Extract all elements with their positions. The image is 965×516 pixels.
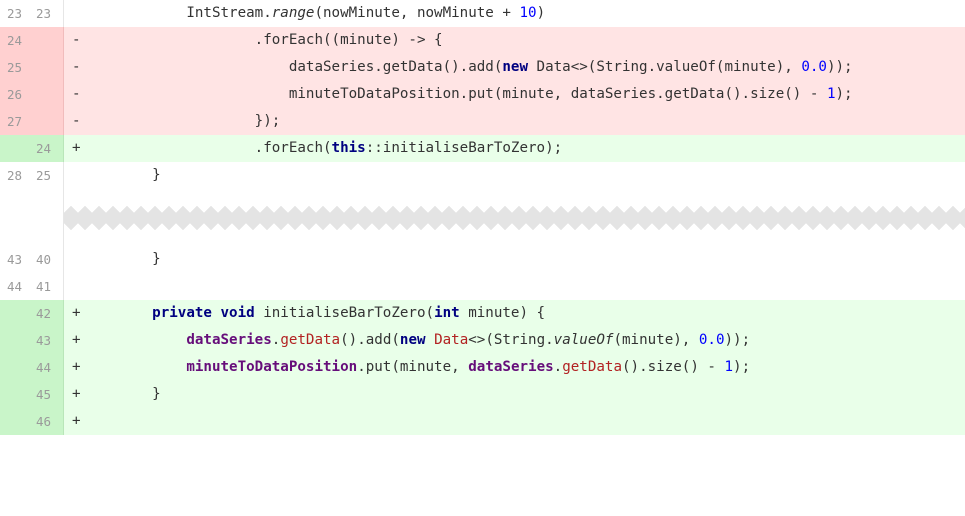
diff-line-added: 43 + dataSeries.getData().add(new Data<>… (0, 327, 965, 354)
diff-sign: + (72, 413, 81, 429)
diff-line-deleted: 25 - dataSeries.getData().add(new Data<>… (0, 54, 965, 81)
line-number-gutter[interactable]: 25 (0, 54, 64, 81)
code-line: } (118, 386, 161, 402)
line-number-gutter[interactable]: 44 41 (0, 273, 64, 300)
diff-line-deleted: 24 - .forEach((minute) -> { (0, 27, 965, 54)
diff-view: 23 23 IntStream.range(nowMinute, nowMinu… (0, 0, 965, 435)
line-number-gutter[interactable]: 45 (0, 381, 64, 408)
line-number-gutter[interactable]: 43 40 (0, 246, 64, 273)
diff-sign: - (72, 32, 81, 48)
code-line: }); (118, 113, 281, 129)
line-number-gutter[interactable]: 42 (0, 300, 64, 327)
diff-line-added: 44 + minuteToDataPosition.put(minute, da… (0, 354, 965, 381)
diff-line-added: 45 + } (0, 381, 965, 408)
code-line: private void initialiseBarToZero(int min… (152, 305, 546, 321)
new-line-number: 42 (36, 306, 52, 321)
old-line-number: 24 (7, 33, 23, 48)
line-number-gutter[interactable]: 27 (0, 108, 64, 135)
new-line-number: 43 (36, 333, 52, 348)
code-line: dataSeries.getData().add(new Data<>(Stri… (118, 59, 853, 75)
new-line-number: 24 (36, 141, 52, 156)
old-line-number: 27 (7, 114, 23, 129)
new-line-number: 45 (36, 387, 52, 402)
diff-line-context: 43 40 } (0, 246, 965, 273)
collapsed-lines-separator[interactable] (0, 189, 965, 246)
code-line: IntStream.range(nowMinute, nowMinute + 1… (118, 5, 546, 21)
old-line-number: 25 (7, 60, 23, 75)
old-line-number: 43 (7, 252, 23, 267)
code-line: .forEach((minute) -> { (118, 32, 443, 48)
new-line-number: 23 (36, 6, 52, 21)
diff-sign: + (72, 386, 81, 402)
diff-line-context: 44 41 (0, 273, 965, 300)
code-line: } (118, 251, 161, 267)
diff-line-deleted: 27 - }); (0, 108, 965, 135)
code-line: minuteToDataPosition.put(minute, dataSer… (118, 86, 853, 102)
line-number-gutter[interactable]: 23 23 (0, 0, 64, 27)
line-number-gutter[interactable]: 44 (0, 354, 64, 381)
line-number-gutter[interactable]: 43 (0, 327, 64, 354)
new-line-number: 46 (36, 414, 52, 429)
diff-line-deleted: 26 - minuteToDataPosition.put(minute, da… (0, 81, 965, 108)
diff-line-added: 24 + .forEach(this::initialiseBarToZero)… (0, 135, 965, 162)
code-line: dataSeries.getData().add(new Data<>(Stri… (186, 332, 751, 348)
new-line-number: 41 (36, 279, 52, 294)
line-number-gutter (0, 189, 64, 246)
diff-sign (64, 0, 118, 27)
diff-sign (64, 273, 118, 300)
line-number-gutter[interactable]: 28 25 (0, 162, 64, 189)
diff-sign: - (72, 113, 81, 129)
line-number-gutter[interactable]: 24 (0, 135, 64, 162)
new-line-number: 44 (36, 360, 52, 375)
old-line-number: 44 (7, 279, 23, 294)
new-line-number: 25 (36, 168, 52, 183)
code-line: } (118, 167, 161, 183)
code-line: minuteToDataPosition.put(minute, dataSer… (186, 359, 751, 375)
diff-sign: - (72, 86, 81, 102)
diff-sign (64, 162, 118, 189)
diff-sign: - (72, 59, 81, 75)
code-line: .forEach(this::initialiseBarToZero); (118, 140, 563, 156)
code-line (118, 273, 965, 300)
diff-sign: + (72, 359, 81, 375)
line-number-gutter[interactable]: 24 (0, 27, 64, 54)
new-line-number: 40 (36, 252, 52, 267)
diff-sign (64, 246, 118, 273)
diff-line-added: 42 + private void initialiseBarToZero(in… (0, 300, 965, 327)
old-line-number: 26 (7, 87, 23, 102)
old-line-number: 23 (7, 6, 23, 21)
diff-line-context: 23 23 IntStream.range(nowMinute, nowMinu… (0, 0, 965, 27)
diff-sign: + (72, 140, 81, 156)
old-line-number: 28 (7, 168, 23, 183)
diff-line-context: 28 25 } (0, 162, 965, 189)
diff-sign: + (72, 332, 81, 348)
zigzag-fold-icon[interactable] (64, 205, 965, 231)
line-number-gutter[interactable]: 26 (0, 81, 64, 108)
diff-sign: + (72, 305, 81, 321)
